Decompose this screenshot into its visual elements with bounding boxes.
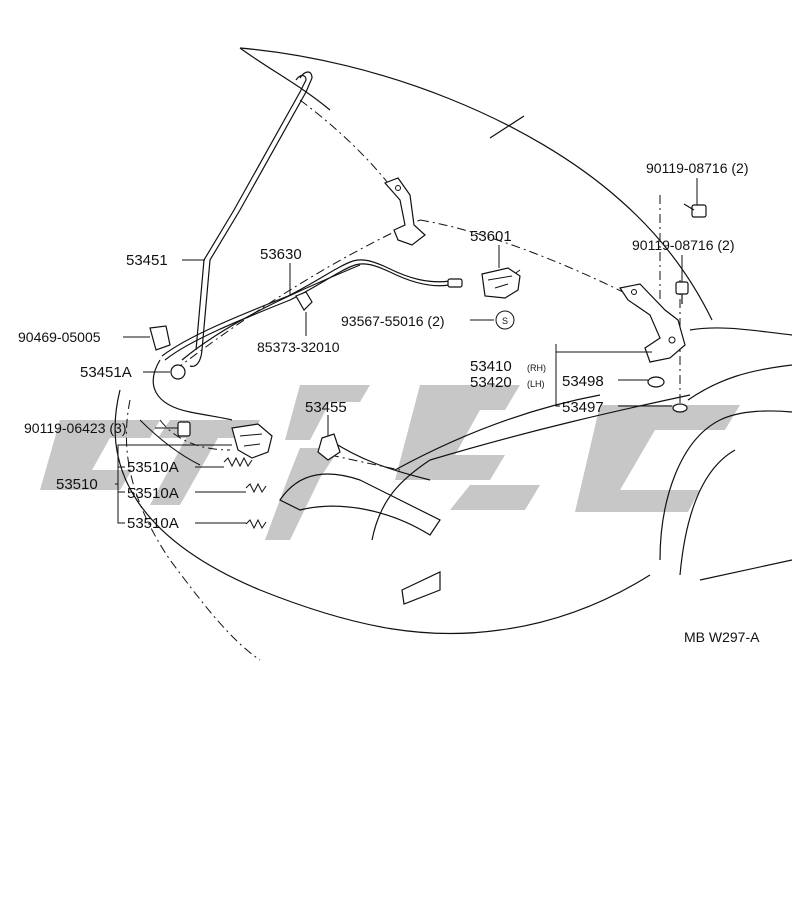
part-labels: 53451 53630 53601 90119-08716 (2) 90119-… [18, 160, 760, 645]
label-53410: 53410 [470, 358, 512, 375]
clamp-90469 [149, 325, 171, 351]
label-53420-side: (LH) [527, 379, 545, 389]
label-90469-05005: 90469-05005 [18, 329, 101, 345]
clip-85373 [295, 291, 313, 311]
label-53498: 53498 [562, 373, 604, 390]
label-53510A-2: 53510A [127, 485, 179, 502]
label-53410-side: (RH) [527, 363, 546, 373]
label-85373-32010: 85373-32010 [257, 339, 340, 355]
svg-text:S: S [502, 316, 508, 326]
spring-53510A-3 [245, 518, 267, 530]
label-53420: 53420 [470, 374, 512, 391]
label-90119-08716-mid: 90119-08716 (2) [632, 237, 734, 253]
leader-lines [125, 99, 681, 661]
hood-hinge-left [383, 177, 426, 246]
diagram-code: MB W297-A [684, 629, 760, 645]
label-53451A: 53451A [80, 364, 132, 381]
hood-panel [239, 47, 713, 321]
s-mark-93567: S [495, 310, 515, 330]
label-53510A-1: 53510A [127, 459, 179, 476]
label-53601: 53601 [470, 228, 512, 245]
hood-lock-53601 [481, 267, 521, 299]
vehicle-body-outline [114, 264, 792, 635]
release-cable [152, 259, 463, 421]
label-53510A-3: 53510A [127, 515, 179, 532]
bolt-90119-08716-top [683, 203, 707, 218]
label-53630: 53630 [260, 246, 302, 263]
cushion-53498 [647, 376, 665, 388]
cushion-53497 [672, 403, 688, 413]
bolt-90119-06423 [177, 421, 191, 437]
hood-support-rod [189, 71, 313, 367]
label-53451: 53451 [126, 252, 168, 269]
spring-53510A-2 [245, 482, 267, 494]
label-90119-08716-top: 90119-08716 (2) [646, 160, 748, 176]
callout-lines [115, 178, 698, 524]
label-53497: 53497 [562, 399, 604, 416]
hood-hinge-right [619, 283, 686, 363]
hood-lock-assembly-53510 [231, 423, 273, 459]
watermark-logo [40, 385, 740, 540]
label-53510: 53510 [56, 476, 98, 493]
label-93567-55016: 93567-55016 (2) [341, 313, 445, 329]
bolt-90119-08716-mid [675, 281, 689, 304]
label-53455: 53455 [305, 399, 347, 416]
hood-catch-53455 [317, 433, 341, 461]
label-90119-06423: 90119-06423 (3) [24, 420, 126, 436]
grommet-53451A [170, 364, 186, 380]
spring-53510A-1 [223, 456, 253, 468]
